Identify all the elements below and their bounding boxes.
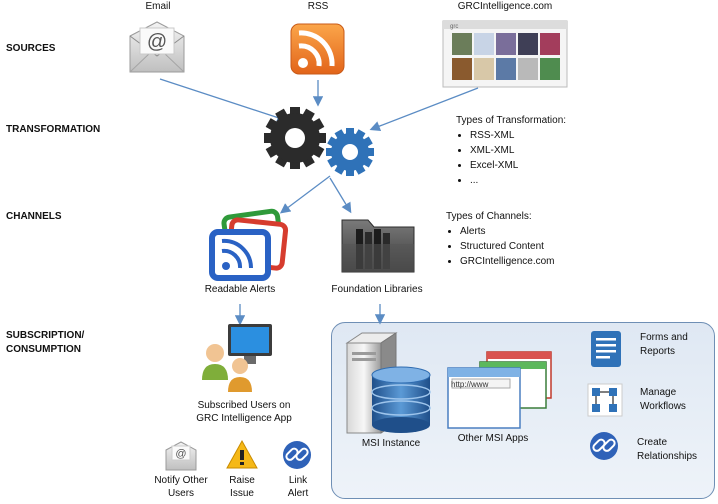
stage-label-sources: SOURCES <box>6 43 56 54</box>
source-label-email: Email <box>145 1 171 12</box>
stage-label-consumption: CONSUMPTION <box>6 344 81 355</box>
forms-icon <box>591 331 621 367</box>
feature-manage-workflows[interactable]: Manage Workflows <box>640 386 686 414</box>
users-icon <box>202 324 272 392</box>
alerts-icon <box>209 208 289 281</box>
rss-icon <box>290 23 345 75</box>
action-label-line1: Notify Other <box>154 475 208 486</box>
browser-url-text: http://www <box>451 380 489 389</box>
transformation-types-title: Types of Transformation: <box>456 115 567 126</box>
relationships-link-icon <box>590 432 618 460</box>
stage-label-subscription: SUBSCRIPTION/ <box>6 330 85 341</box>
subscribed-users-label-line1: Subscribed Users on <box>197 400 291 411</box>
gear-icon <box>264 107 374 176</box>
transformation-type-item: RSS-XML <box>470 128 566 143</box>
action-label-line2: Issue <box>230 488 254 499</box>
svg-text:@: @ <box>147 31 167 53</box>
source-label-website: GRCIntelligence.com <box>457 1 553 12</box>
action-label-line1: Link <box>288 475 308 486</box>
feature-label-line1: Forms and <box>640 332 688 343</box>
msi-instance-label: MSI Instance <box>361 438 421 449</box>
feature-label-line2: Workflows <box>640 401 686 412</box>
channel-label-foundation-libraries: Foundation Libraries <box>331 284 423 295</box>
transformation-types: Types of Transformation: RSS-XML XML-XML… <box>456 113 566 188</box>
channel-types-title: Types of Channels: <box>446 211 532 222</box>
action-label-line2: Alert <box>287 488 309 499</box>
action-label-line1: Raise <box>229 475 255 486</box>
channel-label-readable-alerts: Readable Alerts <box>204 284 276 295</box>
feature-label-line1: Create <box>637 437 668 448</box>
action-label-line2: Users <box>167 488 195 499</box>
feature-label-line2: Reports <box>640 346 676 357</box>
channel-type-item: Structured Content <box>460 239 554 254</box>
website-thumbnail: grc <box>442 20 568 88</box>
flow-arrows <box>159 78 479 326</box>
stage-label-transformation: TRANSFORMATION <box>6 124 101 135</box>
channel-type-item: GRCIntelligence.com <box>460 254 554 269</box>
notify-email-icon: @ <box>165 441 197 471</box>
transformation-type-item: Excel-XML <box>470 158 566 173</box>
action-notify-other-users[interactable]: Notify Other Users <box>146 474 216 500</box>
library-folder-icon <box>341 219 415 273</box>
browser-windows-icon <box>447 351 552 429</box>
database-icon <box>371 366 431 433</box>
svg-text:@: @ <box>175 448 186 460</box>
channel-types: Types of Channels: Alerts Structured Con… <box>446 209 554 269</box>
transformation-type-item: ... <box>470 173 566 188</box>
source-label-rss: RSS <box>307 1 329 12</box>
subscribed-users-label-line2: GRC Intelligence App <box>196 413 292 424</box>
svg-text:grc: grc <box>450 24 458 30</box>
transformation-type-item: XML-XML <box>470 143 566 158</box>
feature-forms-reports[interactable]: Forms and Reports <box>640 331 688 359</box>
action-link-alert[interactable]: Link Alert <box>276 474 320 500</box>
other-msi-apps-label: Other MSI Apps <box>457 433 529 444</box>
email-icon: @ <box>129 21 185 73</box>
action-raise-issue[interactable]: Raise Issue <box>218 474 266 500</box>
warning-icon <box>226 439 258 469</box>
channel-type-item: Alerts <box>460 224 554 239</box>
stage-label-channels: CHANNELS <box>6 211 62 222</box>
feature-label-line1: Manage <box>640 387 677 398</box>
feature-label-line2: Relationships <box>637 451 698 462</box>
workflow-icon <box>587 383 623 417</box>
link-icon <box>283 441 311 469</box>
feature-create-relationships[interactable]: Create Relationships <box>637 436 697 464</box>
